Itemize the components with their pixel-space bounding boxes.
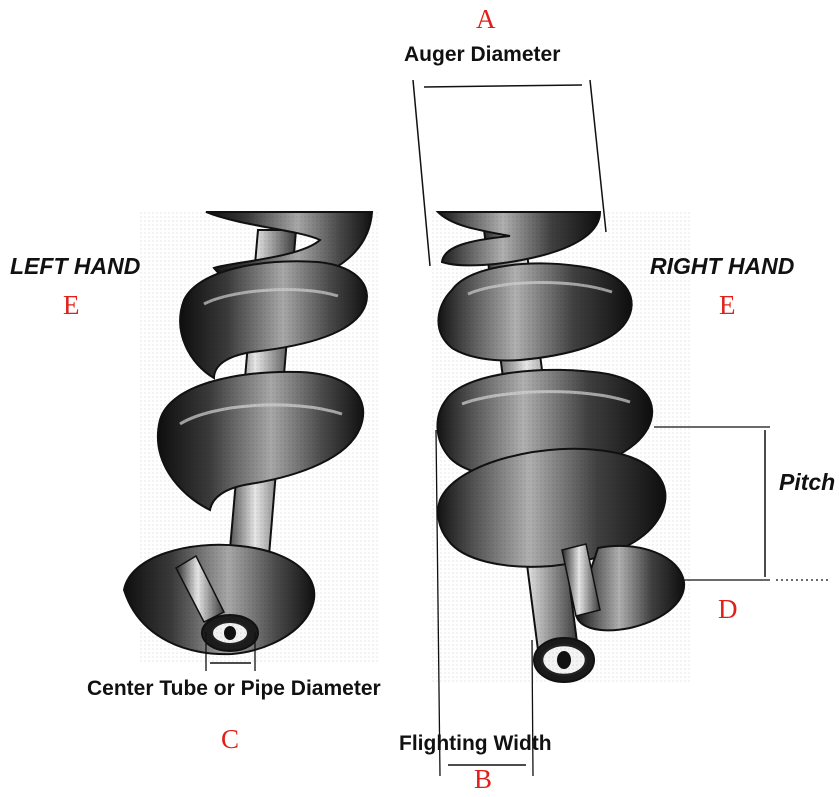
- pitch-label: Pitch: [779, 471, 835, 494]
- auger-diameter-extension-left: [413, 80, 430, 266]
- right-hand-label: RIGHT HAND: [650, 255, 794, 278]
- auger-diameter-extension-right: [590, 80, 606, 232]
- letter-b: B: [474, 766, 492, 793]
- auger-diameter-label: Auger Diameter: [404, 44, 560, 65]
- letter-d: D: [718, 596, 738, 623]
- letter-e-right: E: [719, 292, 736, 319]
- left-hand-label: LEFT HAND: [10, 255, 140, 278]
- center-tube-label: Center Tube or Pipe Diameter: [87, 678, 381, 699]
- auger-diameter-arrow: [424, 85, 582, 87]
- letter-c: C: [221, 726, 239, 753]
- right-hand-auger: [430, 212, 690, 682]
- left-hand-auger: [124, 212, 378, 662]
- letter-a: A: [476, 6, 496, 33]
- flighting-width-label: Flighting Width: [399, 733, 552, 754]
- letter-e-left: E: [63, 292, 80, 319]
